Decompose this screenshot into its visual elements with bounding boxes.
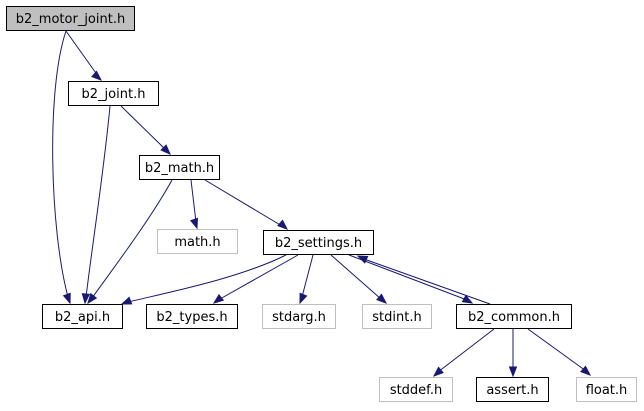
edge-b2-motor-joint-to-b2-joint (65, 30, 103, 81)
node-box (476, 377, 549, 402)
edge-b2-settings-to-b2-api (120, 254, 287, 305)
node-stdarg: stdarg.h (262, 304, 336, 329)
node-box (42, 304, 123, 329)
node-math: math.h (157, 229, 238, 254)
edge-b2-settings-to-b2-common (348, 254, 474, 304)
arrowhead-icon (62, 292, 71, 305)
node-box (263, 230, 374, 255)
node-box (456, 304, 572, 329)
node-stdint: stdint.h (362, 304, 432, 329)
arrowhead-icon (461, 294, 474, 304)
arrowhead-icon (376, 293, 388, 304)
arrowhead-icon (508, 366, 518, 378)
edge-line (301, 254, 314, 298)
node-label: b2_joint.h (82, 87, 146, 102)
arrowhead-icon (580, 365, 592, 376)
node-b2-api[interactable]: b2_api.h (42, 304, 123, 329)
edge-b2-joint-to-b2-api (81, 105, 111, 305)
node-label: math.h (174, 235, 220, 250)
node-label: b2_types.h (156, 310, 227, 325)
edge-line (363, 258, 491, 305)
node-label: b2_api.h (55, 310, 110, 325)
arrowhead-icon (432, 366, 444, 377)
arrowhead-icon (91, 70, 103, 81)
arrowhead-icon (87, 292, 98, 305)
node-box (146, 304, 238, 329)
node-label: stddef.h (390, 383, 442, 398)
node-label: b2_motor_joint.h (16, 12, 125, 27)
edge-line (65, 30, 99, 77)
edge-line (85, 105, 111, 298)
edge-b2-common-to-assert (508, 329, 518, 378)
node-label: b2_math.h (145, 161, 214, 176)
edge-line (120, 105, 167, 151)
edge-b2-math-to-b2-api (87, 179, 173, 305)
edge-b2-common-to-float (527, 328, 592, 376)
edge-line (527, 328, 587, 372)
edge-b2-common-to-stddef (432, 328, 495, 377)
node-box (379, 377, 453, 402)
node-stddef: stddef.h (379, 377, 453, 402)
edge-b2-settings-to-stdarg (299, 254, 314, 305)
edge-line (219, 254, 299, 300)
arrowhead-icon (277, 219, 289, 230)
node-box (262, 304, 336, 329)
node-b2-motor-joint[interactable]: b2_motor_joint.h (6, 6, 135, 31)
edge-b2-joint-to-b2-math (120, 105, 171, 155)
edge-line (91, 179, 173, 299)
arrowhead-icon (160, 144, 171, 155)
edge-b2-settings-to-stdint (330, 254, 388, 304)
edge-line (330, 254, 382, 300)
arrowhead-icon (299, 292, 308, 305)
edge-line (52, 30, 69, 298)
node-label: assert.h (486, 383, 538, 398)
node-box (139, 155, 220, 180)
node-float: float.h (576, 377, 637, 402)
node-label: b2_settings.h (275, 236, 362, 251)
edge-b2-common-to-b2-settings (356, 255, 491, 305)
edge-line (348, 254, 468, 301)
node-label: stdint.h (372, 310, 421, 325)
arrowhead-icon (81, 293, 91, 305)
edge-line (127, 254, 287, 303)
node-b2-math[interactable]: b2_math.h (139, 155, 220, 180)
edge-b2-motor-joint-to-b2-api (52, 30, 71, 305)
node-b2-joint[interactable]: b2_joint.h (68, 81, 159, 106)
edge-b2-math-to-b2-settings (204, 179, 289, 230)
node-b2-settings[interactable]: b2_settings.h (263, 230, 374, 255)
node-assert[interactable]: assert.h (476, 377, 549, 402)
edge-line (190, 179, 197, 223)
arrowhead-icon (356, 255, 369, 264)
edge-b2-settings-to-b2-types (212, 254, 299, 304)
node-box (157, 229, 238, 254)
node-layer: b2_motor_joint.h b2_joint.h b2_math.h math.… (6, 6, 637, 402)
node-b2-types[interactable]: b2_types.h (146, 304, 238, 329)
node-label: float.h (586, 383, 628, 398)
arrowhead-icon (212, 293, 225, 304)
edge-line (204, 179, 283, 227)
node-box (68, 81, 159, 106)
node-box (6, 6, 135, 31)
node-b2-common[interactable]: b2_common.h (456, 304, 572, 329)
edge-b2-math-to-math (189, 179, 199, 230)
edge-layer (52, 30, 592, 378)
arrowhead-icon (189, 217, 199, 230)
node-box (576, 377, 637, 402)
node-label: stdarg.h (272, 310, 326, 325)
node-label: b2_common.h (468, 310, 560, 325)
node-box (362, 304, 432, 329)
arrowhead-icon (120, 296, 133, 305)
edge-line (437, 328, 495, 373)
